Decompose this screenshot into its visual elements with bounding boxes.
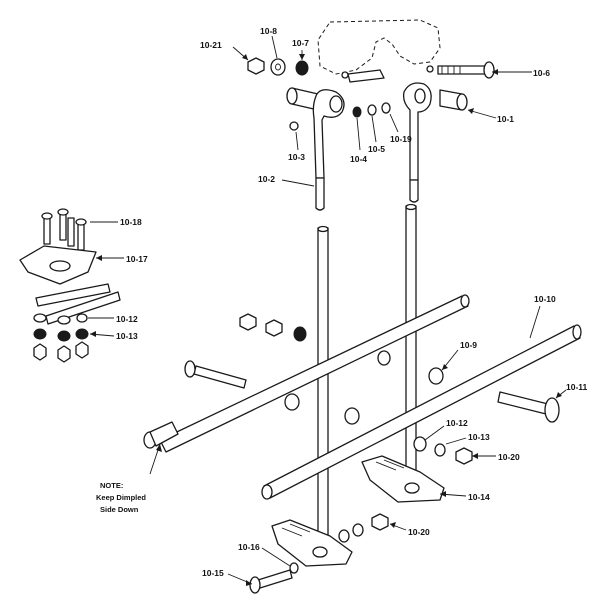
washer-10-19	[381, 102, 391, 114]
pivot-assembly	[286, 82, 468, 211]
bushing-10-7	[295, 60, 309, 76]
washer-10-8	[270, 58, 286, 76]
note-line-2: Keep Dimpled	[96, 493, 146, 502]
bushing-10-1	[456, 93, 468, 111]
note-title: NOTE:	[100, 481, 123, 490]
washer-10-5	[367, 104, 377, 116]
upright-right	[405, 205, 417, 473]
rear-crossbar	[159, 294, 470, 453]
label-10-3: 10-3	[288, 152, 305, 162]
nut-10-21	[247, 57, 265, 75]
label-10-16: 10-16	[238, 542, 260, 552]
frame-outline	[317, 19, 441, 75]
bolt-10-6	[437, 65, 487, 75]
label-10-8: 10-8	[260, 26, 277, 36]
note-line-3: Side Down	[100, 505, 139, 514]
label-10-19: 10-19	[390, 134, 412, 144]
washer-10-16	[289, 562, 299, 574]
label-10-15: 10-15	[202, 568, 224, 578]
nut-10-9	[428, 367, 444, 385]
label-10-18: 10-18	[120, 217, 142, 227]
inset-bracket	[19, 208, 121, 363]
label-10-21: 10-21	[200, 40, 222, 50]
label-10-17: 10-17	[126, 254, 148, 264]
arrowheads	[90, 54, 562, 586]
label-10-1: 10-1	[497, 114, 514, 124]
foot-right-10-14	[361, 455, 445, 503]
crossbar-hardware	[184, 313, 560, 543]
bottom-bolt	[249, 562, 299, 594]
label-10-20-lower: 10-20	[408, 527, 430, 537]
upright-left	[317, 227, 329, 541]
label-10-14: 10-14	[468, 492, 490, 502]
label-10-4: 10-4	[350, 154, 367, 164]
label-10-20-upper: 10-20	[498, 452, 520, 462]
part-labels: 10-21 10-8 10-7 10-6 10-1 10-3 10-4 10-5…	[116, 26, 588, 578]
front-crossbar-10-10	[261, 324, 582, 500]
bolt-10-3	[289, 121, 299, 131]
label-10-5: 10-5	[368, 144, 385, 154]
label-10-7: 10-7	[292, 38, 309, 48]
feet	[271, 455, 445, 567]
bushing-10-4	[352, 106, 362, 118]
top-hardware	[247, 57, 495, 83]
label-10-10: 10-10	[534, 294, 556, 304]
label-10-9: 10-9	[460, 340, 477, 350]
foot-left	[271, 519, 353, 567]
label-10-11: 10-11	[566, 382, 588, 392]
label-10-13-left: 10-13	[116, 331, 138, 341]
note: NOTE: Keep Dimpled Side Down	[96, 481, 146, 514]
label-10-2: 10-2	[258, 174, 275, 184]
label-10-13-right: 10-13	[468, 432, 490, 442]
label-10-12-right: 10-12	[446, 418, 468, 428]
bolt-10-15	[257, 569, 293, 589]
bolt-10-11	[497, 391, 549, 415]
rear-bar-end	[143, 421, 179, 449]
label-10-12-left: 10-12	[116, 314, 138, 324]
label-10-6: 10-6	[533, 68, 550, 78]
